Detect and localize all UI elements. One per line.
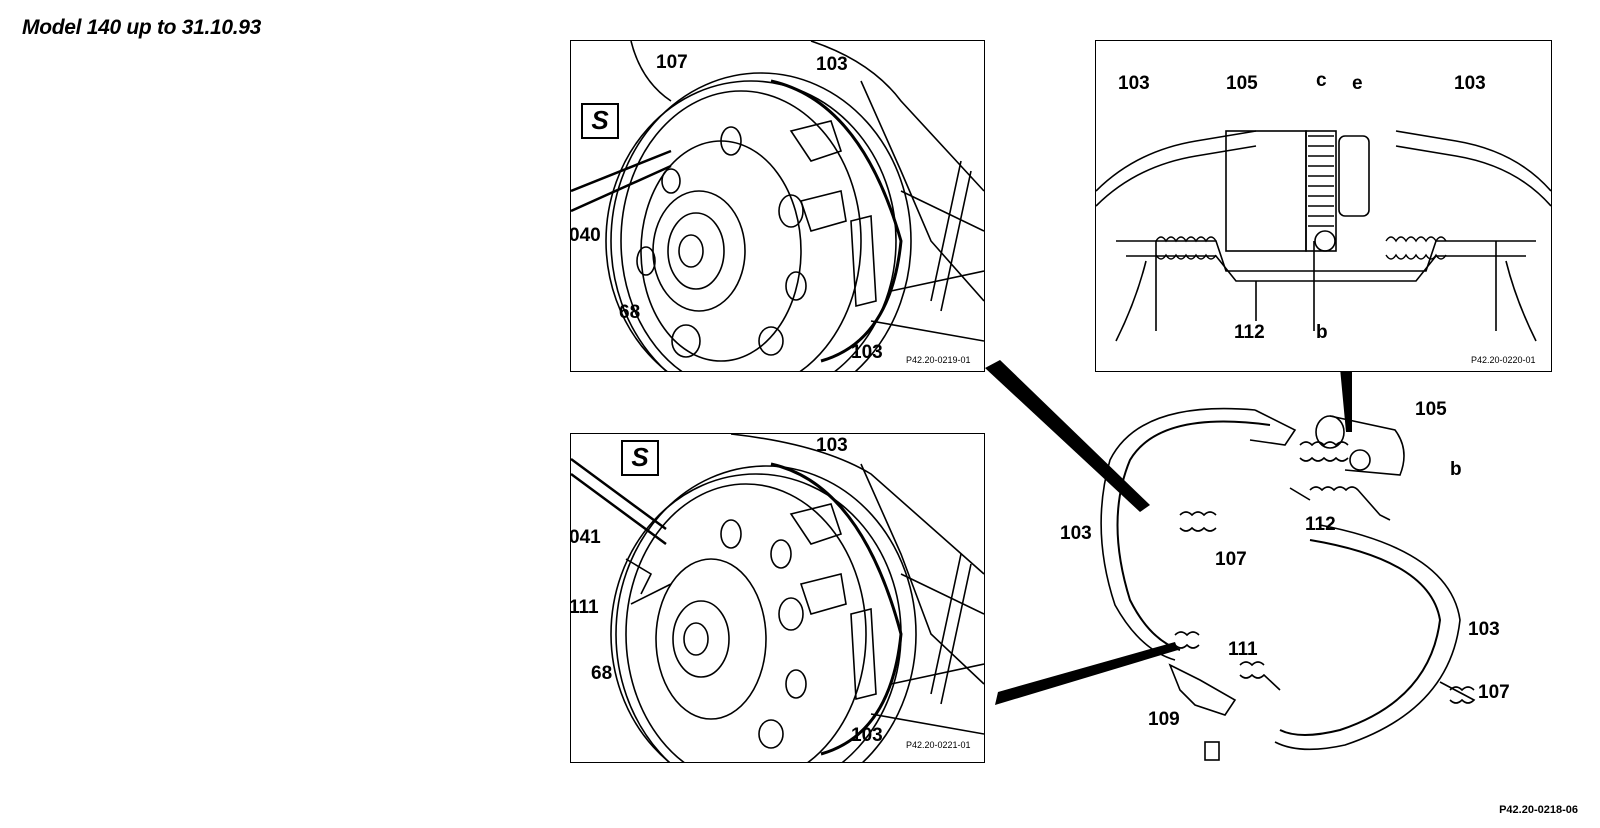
detail-panel-spring-removal: S 103 041 111 68 103 P42.20-0221-01 <box>570 433 985 763</box>
figure-code: P42.20-0218-06 <box>1499 804 1578 816</box>
page-title: Model 140 up to 31.10.93 <box>22 16 262 39</box>
label-103-left: 103 <box>1118 73 1150 94</box>
connector-top-left <box>985 360 1150 512</box>
label-e: e <box>1352 73 1363 94</box>
tool-symbol-icon: S <box>581 103 619 139</box>
label-103: 103 <box>816 435 848 456</box>
brake-drum-illustration-2 <box>571 434 984 762</box>
label-103-bottom: 103 <box>851 342 883 363</box>
label-68: 68 <box>591 663 613 684</box>
label-103-right: 103 <box>1454 73 1486 94</box>
panel-code: P42.20-0221-01 <box>906 740 971 750</box>
tool-symbol-icon: S <box>621 440 659 476</box>
label-105: 105 <box>1415 399 1447 420</box>
label-109: 109 <box>1148 709 1180 730</box>
brake-drum-illustration <box>571 41 984 371</box>
label-040: 040 <box>570 225 601 246</box>
connector-top-right <box>1340 366 1352 432</box>
detail-panel-shoe-removal: S 107 103 040 68 103 P42.20-0219-01 <box>570 40 985 372</box>
label-b: b <box>1450 459 1462 480</box>
label-103-left: 103 <box>1060 523 1092 544</box>
label-107-bottom: 107 <box>1478 682 1510 703</box>
label-103: 103 <box>816 54 848 75</box>
label-c: c <box>1316 70 1327 91</box>
label-107-top: 107 <box>1215 549 1247 570</box>
label-112: 112 <box>1305 514 1336 535</box>
adjuster-illustration <box>1096 130 1551 342</box>
label-112: 112 <box>1234 322 1265 343</box>
label-041: 041 <box>570 527 601 548</box>
panel-code: P42.20-0219-01 <box>906 355 971 365</box>
label-111: 111 <box>1228 639 1258 660</box>
detail-panel-adjuster: 103 105 c e 103 112 b P42.20-0220-01 <box>1095 40 1552 372</box>
label-105: 105 <box>1226 73 1258 94</box>
label-107: 107 <box>656 52 688 73</box>
connector-bottom-left <box>995 642 1178 705</box>
label-103-bottom: 103 <box>851 725 883 746</box>
panel-code: P42.20-0220-01 <box>1471 355 1536 365</box>
label-103-right: 103 <box>1468 619 1500 640</box>
label-68: 68 <box>619 302 641 323</box>
label-b: b <box>1316 322 1328 343</box>
label-111: 111 <box>570 597 599 618</box>
